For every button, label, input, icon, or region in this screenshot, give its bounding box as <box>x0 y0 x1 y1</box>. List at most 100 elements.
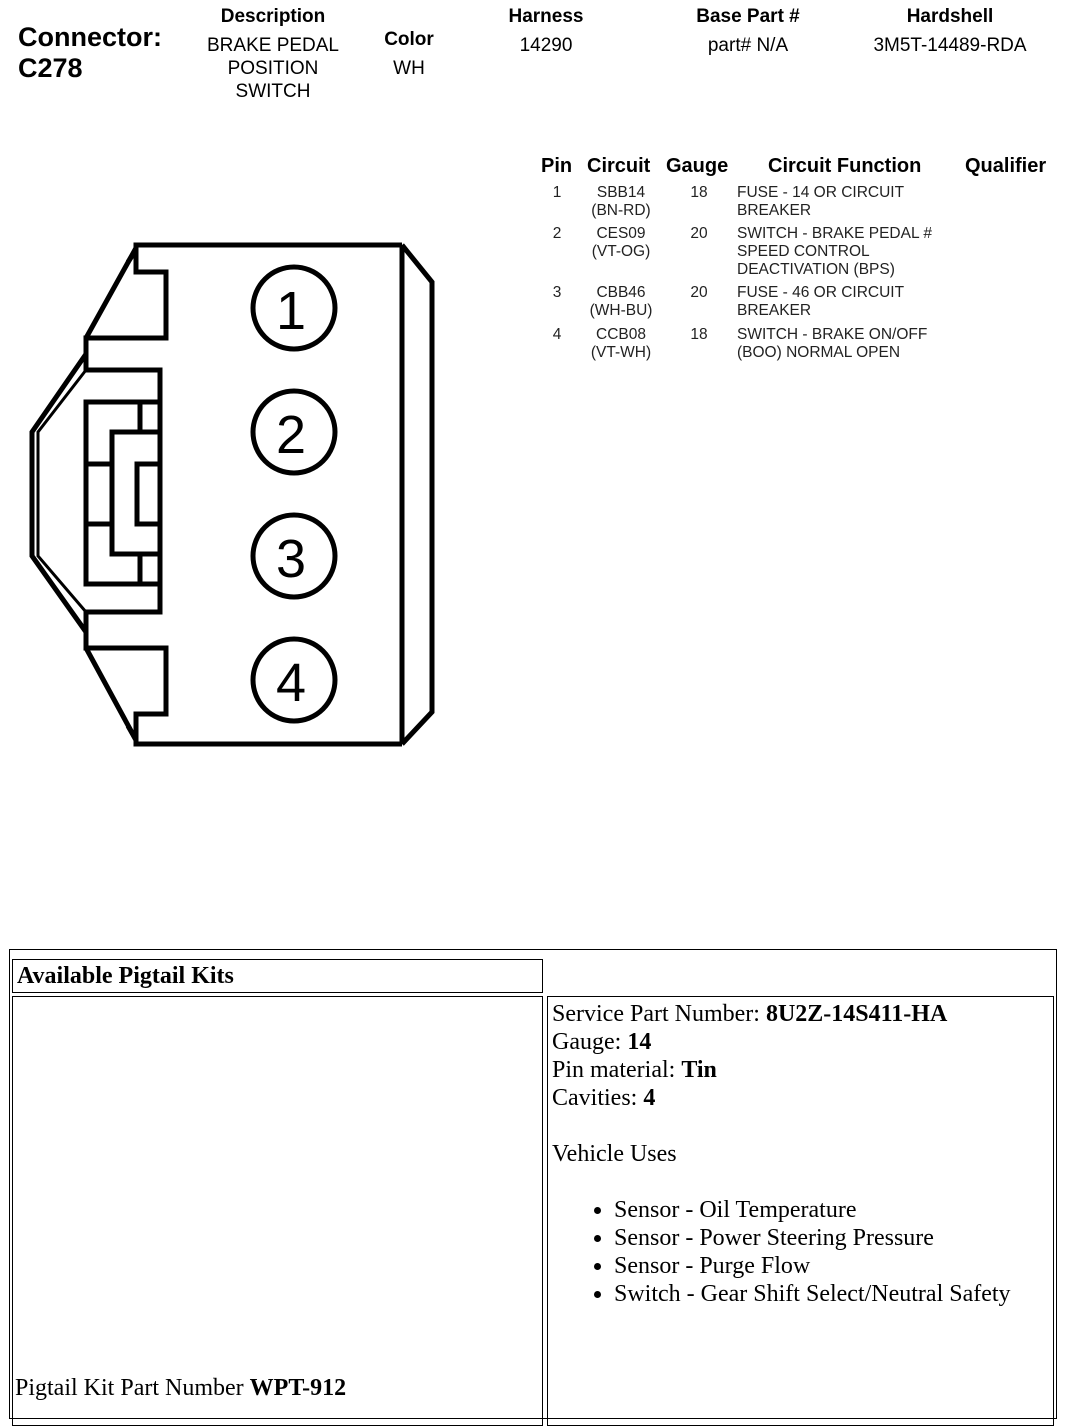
kit-part-label: Pigtail Kit Part Number <box>15 1375 250 1401</box>
service-part-number: Service Part Number: 8U2Z-14S411-HA <box>552 1000 1049 1028</box>
connector-id: C278 <box>18 53 83 83</box>
lock-tab-outer <box>29 352 89 634</box>
pin-material: Pin material: Tin <box>552 1056 1049 1084</box>
pin-number: 3 <box>552 284 562 301</box>
harness-title: Harness <box>508 6 584 27</box>
connector-label: Connector: <box>18 22 162 52</box>
pin-material-value: Tin <box>681 1057 717 1083</box>
wire-gauge: 18 <box>690 184 708 201</box>
function-line: (BOO) NORMAL OPEN <box>737 344 901 361</box>
circuit-function-header: Circuit Function <box>768 155 922 177</box>
function-line: BREAKER <box>737 302 812 319</box>
color-title: Color <box>384 29 434 50</box>
pigtail-image-panel <box>12 996 543 1426</box>
circuit-id: CCB08 <box>596 326 646 343</box>
circuit-id: SBB14 <box>596 184 646 201</box>
base-part-value: part# N/A <box>707 35 789 56</box>
description-value: BRAKE PEDAL POSITION SWITCH <box>188 34 358 103</box>
pin-number: 4 <box>552 326 562 343</box>
wire-gauge: 20 <box>690 225 708 242</box>
circuit-id: CBB46 <box>596 284 646 301</box>
harness-value: 14290 <box>519 35 573 56</box>
description-line: BRAKE PEDAL <box>207 35 339 56</box>
pin-cavity-1 <box>250 264 338 352</box>
circuit-color: (VT-WH) <box>590 344 652 361</box>
color-value: WH <box>393 58 425 79</box>
function-line: FUSE - 14 OR CIRCUIT <box>737 184 905 201</box>
harness-column: Harness 14290 <box>486 6 606 57</box>
circuit-function: SWITCH - BRAKE ON/OFF (BOO) NORMAL OPEN <box>737 326 957 362</box>
qualifier-header: Qualifier <box>965 155 1047 177</box>
service-part-value: 8U2Z-14S411-HA <box>765 1001 948 1027</box>
hardshell-column: Hardshell 3M5T-14489-RDA <box>852 6 1048 57</box>
description-line: POSITION <box>227 58 319 79</box>
gauge-value: 14 <box>627 1029 652 1055</box>
gauge-label: Gauge: <box>552 1029 628 1055</box>
description-line: SWITCH <box>235 81 311 102</box>
cavities-label: Cavities: <box>552 1085 644 1111</box>
service-part-label: Service Part Number: <box>552 1001 766 1027</box>
latch-top-wedge <box>83 246 139 358</box>
kit-part-value: WPT-912 <box>249 1375 347 1401</box>
latch-bottom-wedge <box>83 628 139 742</box>
pin-cavity-4 <box>250 636 338 724</box>
base-part-title: Base Part # <box>696 6 800 27</box>
circuit-code: CBB46 (WH-BU) <box>580 284 662 320</box>
latch-top-tip <box>125 248 139 264</box>
description-column: Description BRAKE PEDAL POSITION SWITCH <box>188 6 358 103</box>
vehicle-uses-list: Sensor - Oil Temperature Sensor - Power … <box>552 1196 1049 1308</box>
kit-gauge: Gauge: 14 <box>552 1028 1049 1056</box>
latch-bottom-tip <box>125 724 139 742</box>
connector-body-outline <box>83 242 402 747</box>
pin-cavity-2 <box>250 388 338 476</box>
pin-label: 1 <box>276 281 306 341</box>
pin-number: 1 <box>552 184 562 201</box>
hardshell-title: Hardshell <box>906 6 994 27</box>
wire-gauge: 18 <box>690 326 708 343</box>
function-line: SWITCH - BRAKE ON/OFF <box>737 326 928 343</box>
connector-face-diagram: 1 2 3 4 <box>29 242 435 747</box>
pin-material-label: Pin material: <box>552 1057 682 1083</box>
circuit-code: CES09 (VT-OG) <box>580 225 662 261</box>
vehicle-uses-title: Vehicle Uses <box>552 1141 677 1167</box>
circuit-function: FUSE - 14 OR CIRCUIT BREAKER <box>737 184 957 220</box>
cavities: Cavities: 4 <box>552 1084 1049 1112</box>
connector-heading: Connector: C278 <box>18 22 162 84</box>
pin-header: Pin <box>541 155 573 177</box>
pigtail-details-panel: Service Part Number: 8U2Z-14S411-HA Gaug… <box>547 996 1054 1426</box>
pin-cavity-3 <box>250 512 338 600</box>
vehicle-use-item: Switch - Gear Shift Select/Neutral Safet… <box>614 1280 1049 1308</box>
vehicle-use-item: Sensor - Purge Flow <box>614 1252 1049 1280</box>
circuit-code: SBB14 (BN-RD) <box>580 184 662 220</box>
pin-label: 4 <box>276 653 306 713</box>
pigtail-kits-title: Available Pigtail Kits <box>12 959 543 993</box>
wire-gauge: 20 <box>690 284 708 301</box>
circuit-header: Circuit <box>587 155 651 177</box>
pin-number: 2 <box>552 225 562 242</box>
pin-label: 2 <box>276 405 306 465</box>
pin-label: 3 <box>276 529 306 589</box>
base-part-column: Base Part # part# N/A <box>668 6 828 57</box>
gauge-header: Gauge <box>666 155 729 177</box>
description-title: Description <box>220 6 326 27</box>
connector-bevel-right <box>400 243 435 746</box>
circuit-id: CES09 <box>596 225 646 242</box>
function-line: SPEED CONTROL <box>737 243 870 260</box>
circuit-function: FUSE - 46 OR CIRCUIT BREAKER <box>737 284 957 320</box>
hardshell-value: 3M5T-14489-RDA <box>873 35 1027 56</box>
circuit-color: (VT-OG) <box>591 243 651 260</box>
key-slot <box>134 461 163 527</box>
function-line: SWITCH - BRAKE PEDAL # <box>737 225 932 242</box>
function-line: BREAKER <box>737 202 812 219</box>
vehicle-use-item: Sensor - Oil Temperature <box>614 1196 1049 1224</box>
key-housing <box>83 399 163 587</box>
circuit-code: CCB08 (VT-WH) <box>580 326 662 362</box>
circuit-color: (BN-RD) <box>591 202 651 219</box>
vehicle-use-item: Sensor - Power Steering Pressure <box>614 1224 1049 1252</box>
circuit-function: SWITCH - BRAKE PEDAL # SPEED CONTROL DEA… <box>737 225 957 279</box>
lock-tab-inner <box>36 369 88 613</box>
function-line: FUSE - 46 OR CIRCUIT <box>737 284 905 301</box>
function-line: DEACTIVATION (BPS) <box>737 261 895 278</box>
pigtail-kit-part-number: Pigtail Kit Part Number WPT-912 <box>15 1375 346 1402</box>
cavities-value: 4 <box>643 1085 656 1111</box>
